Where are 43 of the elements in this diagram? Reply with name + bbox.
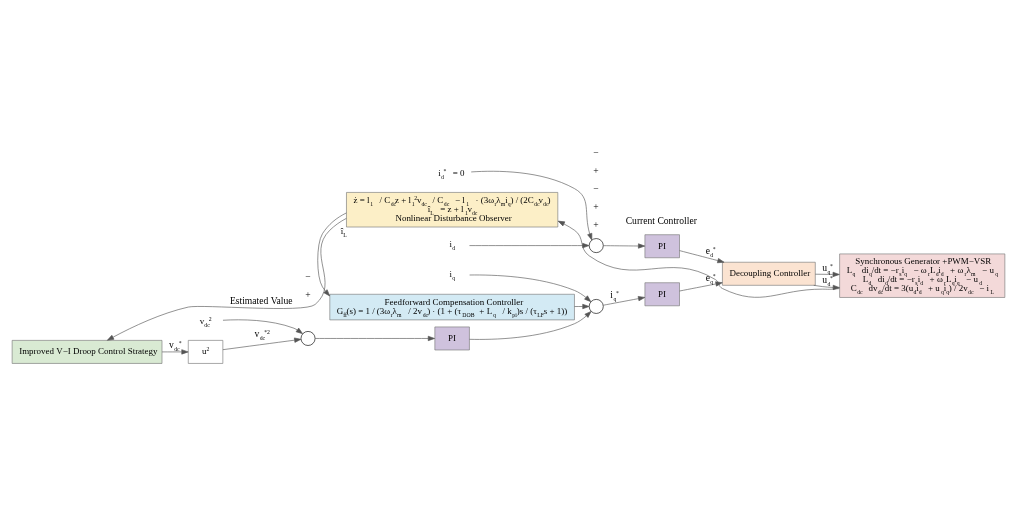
label: − <box>593 183 599 195</box>
node-box: Feedforward Compensation Controller G$_{ff}$(s) = 1 / (3ω$_{r}$λ$_{m}$ / 2v$_{dc}$) · (1 + (τ$_{DOB}$ + L$_{q}$ / k$_{pi}$)s / (τ$_{LF}$s + 1)) <box>329 293 575 321</box>
node-box: PI <box>644 234 680 259</box>
label: − <box>305 270 311 282</box>
arrow <box>679 250 725 264</box>
arrow <box>815 271 840 277</box>
arrow <box>317 212 347 297</box>
arrow <box>469 243 590 249</box>
label: − <box>593 147 599 159</box>
label: + <box>593 165 599 177</box>
arrow <box>314 335 435 341</box>
node-box: Decoupling Controller <box>722 261 816 286</box>
node-label: î$_{L}$ <box>340 225 347 238</box>
label: + <box>305 288 311 300</box>
arrow <box>469 274 592 302</box>
node-box: u$^{2}$ <box>187 340 224 364</box>
arrow <box>679 281 723 292</box>
node-box: PI <box>644 282 680 307</box>
label: + <box>593 218 599 230</box>
arrow <box>813 284 840 290</box>
node-circle <box>588 299 604 314</box>
node-box: ż = l$_{1}$ / C$_{dc}$z + l$_{1}$$^{2}$v$_{dc}$ / C$_{dc}$ − l$_{1}$ · (3ω$_{r}$λ$_{m}$i$_{q}$) / (2C$_{dc}$v$_{dc}$) î$_{L}$ = z + l$_{1}$v$_{dc}$ Nonlinear Disturbance Observer <box>346 192 559 228</box>
arrow <box>107 218 347 341</box>
node-box: PI <box>434 326 470 351</box>
arrow <box>603 296 646 306</box>
node-circle <box>300 331 316 346</box>
arrow <box>470 170 593 241</box>
node-circle <box>588 238 604 253</box>
edge-label: Estimated Value <box>229 294 293 306</box>
arrow <box>557 220 840 298</box>
node-box: Improved V−I Droop Control Strategy <box>11 340 163 364</box>
arrow <box>574 303 590 310</box>
arrow <box>603 243 646 249</box>
arrow <box>222 319 303 334</box>
label: Current Controller <box>625 215 697 227</box>
node-text: i$_{d}$$^{*}$ = 0 <box>438 167 465 180</box>
node-text: i$_{d}$ <box>449 239 456 252</box>
arrow <box>222 337 302 350</box>
arrow <box>161 349 189 355</box>
node-text: i$_{q}$ <box>449 269 456 282</box>
node-box: Synchronous Generator +PWM−VSR L$_{q}$ di$_{q}$/dt = −r$_{s}$i$_{q}$ − ω$_{r}$L$_{d}$i$_{d}$ + ω$_{r}$λ$_{m}$ − u$_{q}$ L$_{d}$ di$_{d}$/dt = −r$_{s}$i$_{d}$ + ω$_{r}$L$_{q}$i$_{q}$ − u$_{d}$ C$_{dc}$ dv$_{dc}$/dt = 3(u$_{d}$i$_{d}$ + u$_{q}$i$_{q}$) / 2v$_{dc}$ − i$_{L}$ <box>839 253 1006 298</box>
label: + <box>593 201 599 213</box>
arrow <box>469 311 592 340</box>
